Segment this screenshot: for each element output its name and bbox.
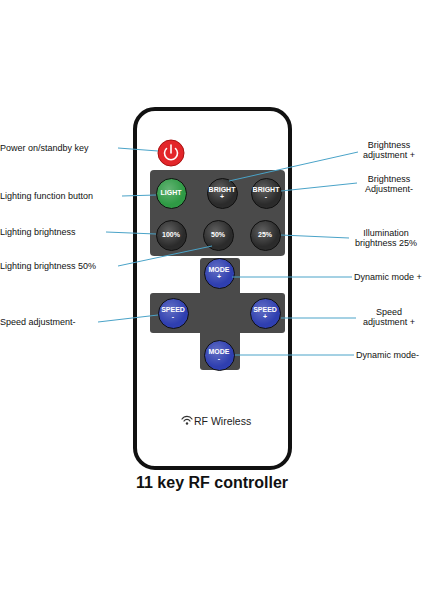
- leader-line: [98, 315, 158, 322]
- remote-body: RF Wireless LIGHT BRIGHT + BRIGHT - 100% 50% 2…: [133, 107, 292, 470]
- button-label: 50%: [205, 231, 232, 238]
- button-label: SPEED -: [160, 306, 187, 321]
- leader-line: [235, 355, 354, 356]
- callout-label: Power on/standby key: [0, 143, 125, 153]
- remote-button: BRIGHT +: [207, 178, 238, 209]
- button-label: LIGHT: [158, 189, 185, 196]
- remote-button: MODE -: [204, 340, 235, 371]
- remote-button: MODE +: [204, 258, 235, 289]
- button-panel: [150, 170, 285, 256]
- leader-line: [281, 183, 357, 191]
- button-label: SPEED +: [252, 306, 279, 321]
- button-label: BRIGHT +: [209, 186, 236, 201]
- leader-line: [122, 195, 156, 196]
- remote-button: 100%: [156, 220, 187, 251]
- callout-label: Brightness Adjustment-: [356, 174, 422, 195]
- leader-line: [281, 235, 349, 238]
- leader-line: [118, 246, 212, 266]
- callout-label: Illumination brightness 25%: [349, 228, 423, 249]
- power-symbol: [170, 145, 172, 153]
- leader-line: [118, 148, 158, 151]
- button-panel: [150, 293, 285, 333]
- callout-label: Dynamic mode +: [354, 272, 424, 282]
- remote-button: SPEED -: [158, 298, 189, 329]
- button-label: BRIGHT -: [253, 186, 280, 201]
- remote-button: 50%: [203, 220, 234, 251]
- remote-button: 25%: [250, 220, 281, 251]
- leader-line: [281, 318, 356, 319]
- callout-label: Lighting brightness 50%: [0, 261, 125, 271]
- caption: 11 key RF controller: [0, 474, 424, 492]
- button-label: 25%: [252, 231, 279, 238]
- remote-button: SPEED +: [250, 298, 281, 329]
- callout-label: Speed adjustment-: [0, 317, 100, 327]
- leader-line: [229, 152, 358, 181]
- callout-label: Lighting function button: [0, 191, 125, 201]
- wireless-icon: [182, 416, 192, 421]
- brand-text: RF Wireless: [194, 415, 266, 427]
- remote-button: LIGHT: [156, 178, 187, 209]
- callout-label: Dynamic mode-: [356, 350, 424, 360]
- button-label: MODE -: [206, 348, 233, 363]
- callout-label: Speed adjustment +: [357, 307, 421, 328]
- button-label: 100%: [158, 231, 185, 238]
- leader-line: [106, 232, 156, 234]
- remote-button: BRIGHT -: [251, 178, 282, 209]
- power-button: [158, 140, 184, 166]
- callout-label: Lighting brightness: [0, 227, 110, 237]
- wireless-icon: [186, 422, 188, 424]
- button-label: MODE +: [206, 266, 233, 281]
- leader-line: [232, 277, 352, 278]
- callout-label: Brightness adjustment +: [356, 140, 422, 161]
